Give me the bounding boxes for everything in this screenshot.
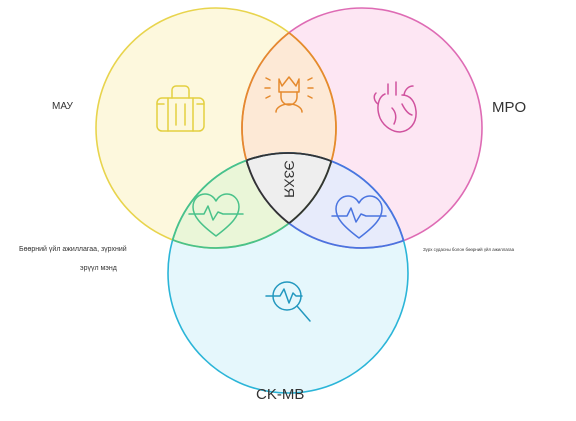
bag-icon	[156, 85, 205, 132]
annotation-right: Зүрх судасны болон бөөрний үйл ажиллагаа	[423, 247, 515, 252]
annotation-left-line1: Бөөрний үйл ажиллагаа, зүрхний	[19, 246, 127, 253]
anatomical-heart-icon	[373, 81, 417, 133]
heart-pulse-icon	[188, 193, 244, 237]
heart-pulse-icon	[331, 195, 387, 239]
center-label: ЭЗХЯ	[281, 160, 297, 198]
annotation-left-line2: эрүүл мэнд	[80, 265, 117, 272]
search-pulse-icon	[265, 281, 311, 322]
region-mau-ckmb	[168, 153, 336, 248]
kidneys-icon	[264, 76, 314, 113]
set-label-ckmb: CK-MB	[256, 386, 305, 403]
set-label-mau: МАУ	[52, 101, 73, 112]
set-label-mpo: MPO	[492, 99, 527, 116]
